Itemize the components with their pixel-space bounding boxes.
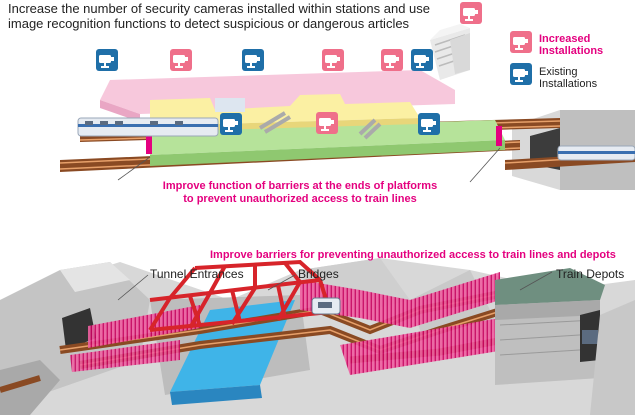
platform-barrier-note-line1: Improve function of barriers at the ends… [162,180,438,192]
camera-existing-1 [96,49,118,71]
fence-front [70,340,180,372]
camera-increased-5 [316,112,338,134]
lineside-fences [70,272,505,375]
platform-end-barrier-right [496,126,502,146]
station-train-left [77,117,219,137]
station-platform [150,120,505,155]
headline: Increase the number of security cameras … [8,1,430,31]
platform-barrier-note: Improve function of barriers at the ends… [150,180,450,206]
legend-increased-icon [510,31,532,53]
lineside-scene [0,258,635,415]
station-train-right [557,145,635,161]
legend [510,31,532,85]
fence-depot [410,272,500,328]
camera-increased-1 [170,49,192,71]
fence-mid [360,290,410,328]
fence-lower [340,318,505,375]
fence-tunnel [88,305,200,348]
station-stairs [430,24,470,80]
lineside-barrier-note: Improve barriers for preventing unauthor… [210,249,616,261]
existing-cameras [96,49,440,135]
camera-existing-2 [242,49,264,71]
label-tunnel-entrances: Tunnel Entrances [150,267,244,281]
railway-bridge [148,259,332,332]
label-train-depots: Train Depots [556,267,625,281]
tunnel-entrance [62,308,96,350]
label-bridges: Bridges [298,267,339,281]
increased-cameras [170,2,482,134]
platform-roof [150,94,420,126]
camera-existing-3 [411,49,433,71]
camera-existing-4 [220,113,242,135]
camera-existing-5 [418,113,440,135]
legend-existing-icon [510,63,532,85]
platform-end-barrier-left [146,134,152,154]
bridge-train [311,297,341,315]
camera-increased-2 [322,49,344,71]
camera-increased-3 [381,49,403,71]
camera-increased-4 [460,2,482,24]
train-depot-building [495,268,605,385]
legend-increased-label: Increased Installations [539,33,604,57]
legend-existing-label: Existing Installations [539,66,598,90]
platform-barrier-note-line2: to prevent unauthorized access to train … [183,193,417,205]
